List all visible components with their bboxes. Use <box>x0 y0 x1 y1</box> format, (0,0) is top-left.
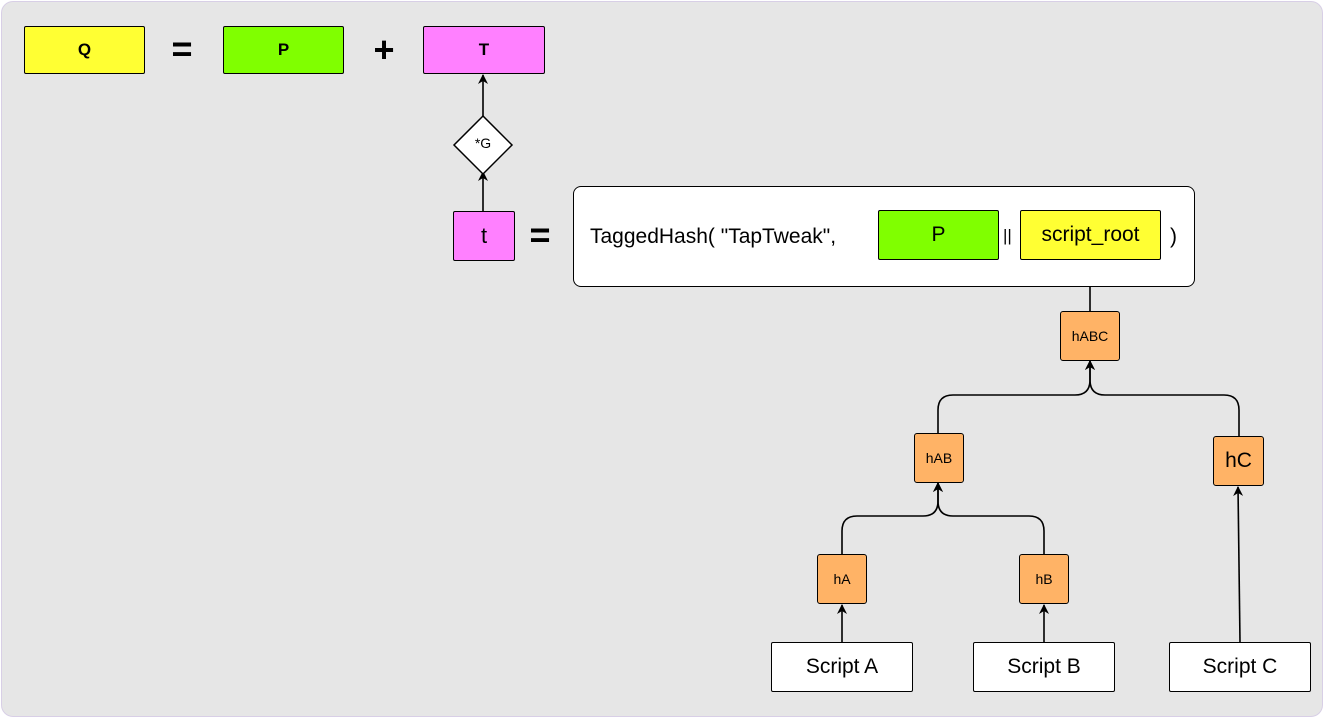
script-a-label: Script A <box>805 655 879 678</box>
arrow-hb-to-hab <box>933 482 1045 554</box>
node-hb: hB <box>1019 554 1069 604</box>
node-hc: hC <box>1213 436 1264 486</box>
node-hc-label: hC <box>1225 449 1252 472</box>
arrow-hab-to-habc <box>937 360 1095 433</box>
t-box: t <box>453 211 515 261</box>
script-root-label: script_root <box>1041 223 1140 246</box>
T-box: T <box>423 26 545 74</box>
q-label: Q <box>77 40 92 59</box>
q-box: Q <box>24 26 145 74</box>
tagged-hash-prefix: TaggedHash( "TapTweak", <box>590 225 837 248</box>
T-label: T <box>478 40 490 59</box>
node-hb-label: hB <box>1035 571 1053 587</box>
concat-operator: || <box>1003 226 1012 245</box>
node-hab-label: hAB <box>925 450 953 466</box>
script-c-box: Script C <box>1169 642 1311 692</box>
t-label: t <box>480 223 488 248</box>
p-label-formula: P <box>931 223 946 246</box>
node-hab: hAB <box>914 433 964 483</box>
plus-sign: + <box>373 29 395 70</box>
arrow-ha-to-hab <box>841 482 943 554</box>
script-a-box: Script A <box>771 642 913 692</box>
node-habc-label: hABC <box>1071 328 1109 344</box>
node-ha-label: hA <box>833 571 851 587</box>
script-root-box: script_root <box>1020 210 1161 260</box>
p-box-top: P <box>223 26 344 74</box>
tagged-hash-suffix: ) <box>1170 225 1177 248</box>
node-ha: hA <box>817 554 867 604</box>
equals-sign-tweak: = <box>529 214 551 255</box>
script-b-label: Script B <box>1007 655 1081 678</box>
arrow-scriptc-to-hc <box>1233 486 1244 643</box>
p-box-formula: P <box>878 210 999 260</box>
equals-sign-top: = <box>171 28 193 69</box>
script-c-label: Script C <box>1202 655 1278 678</box>
script-b-box: Script B <box>973 642 1115 692</box>
p-label-top: P <box>277 40 290 59</box>
multiply-g-diamond <box>452 114 514 176</box>
node-habc: hABC <box>1060 311 1120 361</box>
multiply-g-label: *G <box>474 135 492 151</box>
arrow-hc-to-habc <box>1085 360 1240 436</box>
